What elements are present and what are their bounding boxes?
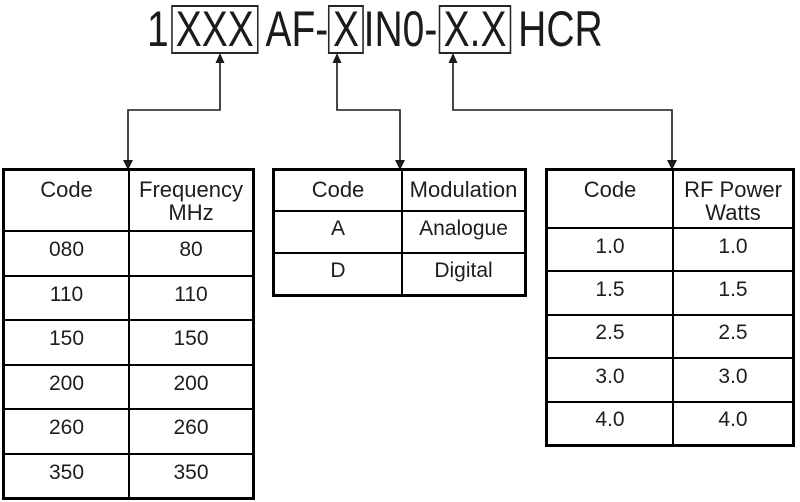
table-cell: 1.0 — [548, 227, 672, 270]
modulation-code-table: Code Modulation A Analogue D Digital — [272, 168, 527, 297]
header-text: RF Power — [684, 177, 782, 202]
table-cell: 200 — [128, 363, 252, 408]
header-text: Code — [311, 177, 365, 202]
frequency-code-header: Code — [5, 171, 128, 230]
model-number-title: 1 XXX AF- X IN0- X.X HCR — [147, 0, 603, 58]
table-cell: 1.5 — [548, 270, 672, 313]
table-cell: 3.0 — [548, 357, 672, 400]
table-cell: 4.0 — [548, 400, 672, 444]
table-cell: 080 — [5, 230, 128, 275]
header-text: Watts — [705, 200, 761, 225]
table-cell: 260 — [5, 408, 128, 453]
modulation-header: Modulation — [401, 171, 524, 210]
header-text: Code — [583, 177, 637, 202]
connector-frequency — [127, 62, 221, 161]
table-cell: 1.0 — [672, 227, 792, 271]
header-text: MHz — [168, 200, 214, 225]
modulation-code-box: X — [328, 4, 364, 54]
table-cell: 2.5 — [548, 313, 672, 357]
table-cell: 350 — [128, 452, 252, 497]
rf-power-code-header: Code — [548, 171, 672, 227]
modulation-code-header: Code — [275, 171, 401, 210]
power-code-box: X.X — [438, 4, 512, 54]
header-text: Code — [40, 177, 93, 202]
table-cell: 110 — [128, 274, 252, 319]
table-cell: 3.0 — [672, 357, 792, 401]
table-cell: 350 — [5, 452, 128, 498]
rf-power-code-table: Code RF Power Watts 1.0 1.0 1.5 1.5 2.5 … — [545, 168, 795, 447]
title-segment-in0: IN0- — [363, 1, 438, 57]
table-cell: 110 — [5, 274, 128, 320]
table-cell: D — [275, 252, 401, 294]
table-cell: 150 — [5, 319, 128, 364]
header-text: Frequency — [139, 177, 243, 202]
table-cell: 200 — [5, 363, 128, 409]
table-cell: 1.5 — [672, 270, 792, 314]
frequency-mhz-header: Frequency MHz — [128, 171, 252, 230]
table-cell: 4.0 — [672, 400, 792, 444]
table-cell: 260 — [128, 408, 252, 453]
table-cell: 150 — [128, 319, 252, 364]
title-prefix: 1 — [147, 1, 169, 57]
connector-modulation — [336, 62, 401, 161]
table-cell: A — [275, 210, 401, 252]
table-cell: 2.5 — [672, 313, 792, 358]
table-cell: Digital — [401, 252, 524, 294]
table-cell: 80 — [128, 230, 252, 275]
frequency-code-box: XXX — [171, 4, 259, 54]
frequency-code-table: Code Frequency MHz 080 80 110 110 150 15… — [2, 168, 255, 500]
title-suffix: HCR — [518, 1, 603, 57]
connector-rf-power — [452, 62, 673, 161]
rf-power-watts-header: RF Power Watts — [672, 171, 792, 227]
title-segment-af: AF- — [265, 1, 329, 57]
table-cell: Analogue — [401, 210, 524, 252]
header-text: Modulation — [409, 177, 518, 202]
